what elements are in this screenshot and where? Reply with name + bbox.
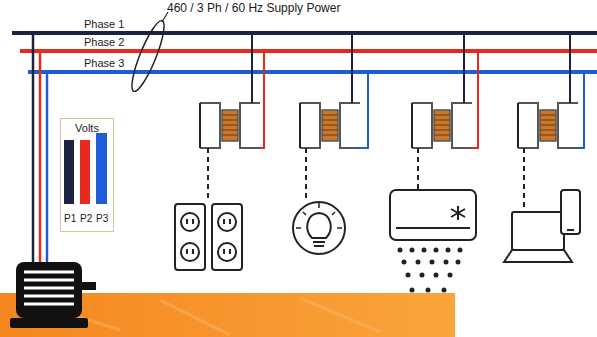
transformer-4: [518, 33, 584, 212]
device-icon: [504, 190, 580, 262]
bar-label: P3: [96, 213, 108, 225]
supply-label: 460 / 3 Ph / 60 Hz Supply Power: [167, 1, 340, 15]
phase-label: Phase 1: [84, 18, 124, 31]
phase-3-line: [28, 70, 597, 74]
outlet-icon: [175, 204, 242, 270]
transformer-1: [200, 33, 264, 200]
transformer-3: [412, 33, 478, 190]
phase-2-line: [20, 49, 597, 53]
phase-label: Phase 2: [84, 36, 124, 49]
bar-label: P2: [80, 213, 92, 225]
bar-label: P1: [64, 213, 76, 225]
bundle-ellipse: [126, 18, 169, 94]
motor-icon: [10, 262, 96, 328]
ac-icon: [390, 190, 476, 293]
phase-label: Phase 3: [84, 57, 124, 70]
transformer-2: [300, 33, 368, 200]
phase-1-line: [12, 31, 597, 35]
volts-chart-box: VoltsP1 P2 P3: [60, 118, 114, 232]
chart-title: Volts: [75, 122, 99, 135]
light-icon: [293, 202, 345, 254]
